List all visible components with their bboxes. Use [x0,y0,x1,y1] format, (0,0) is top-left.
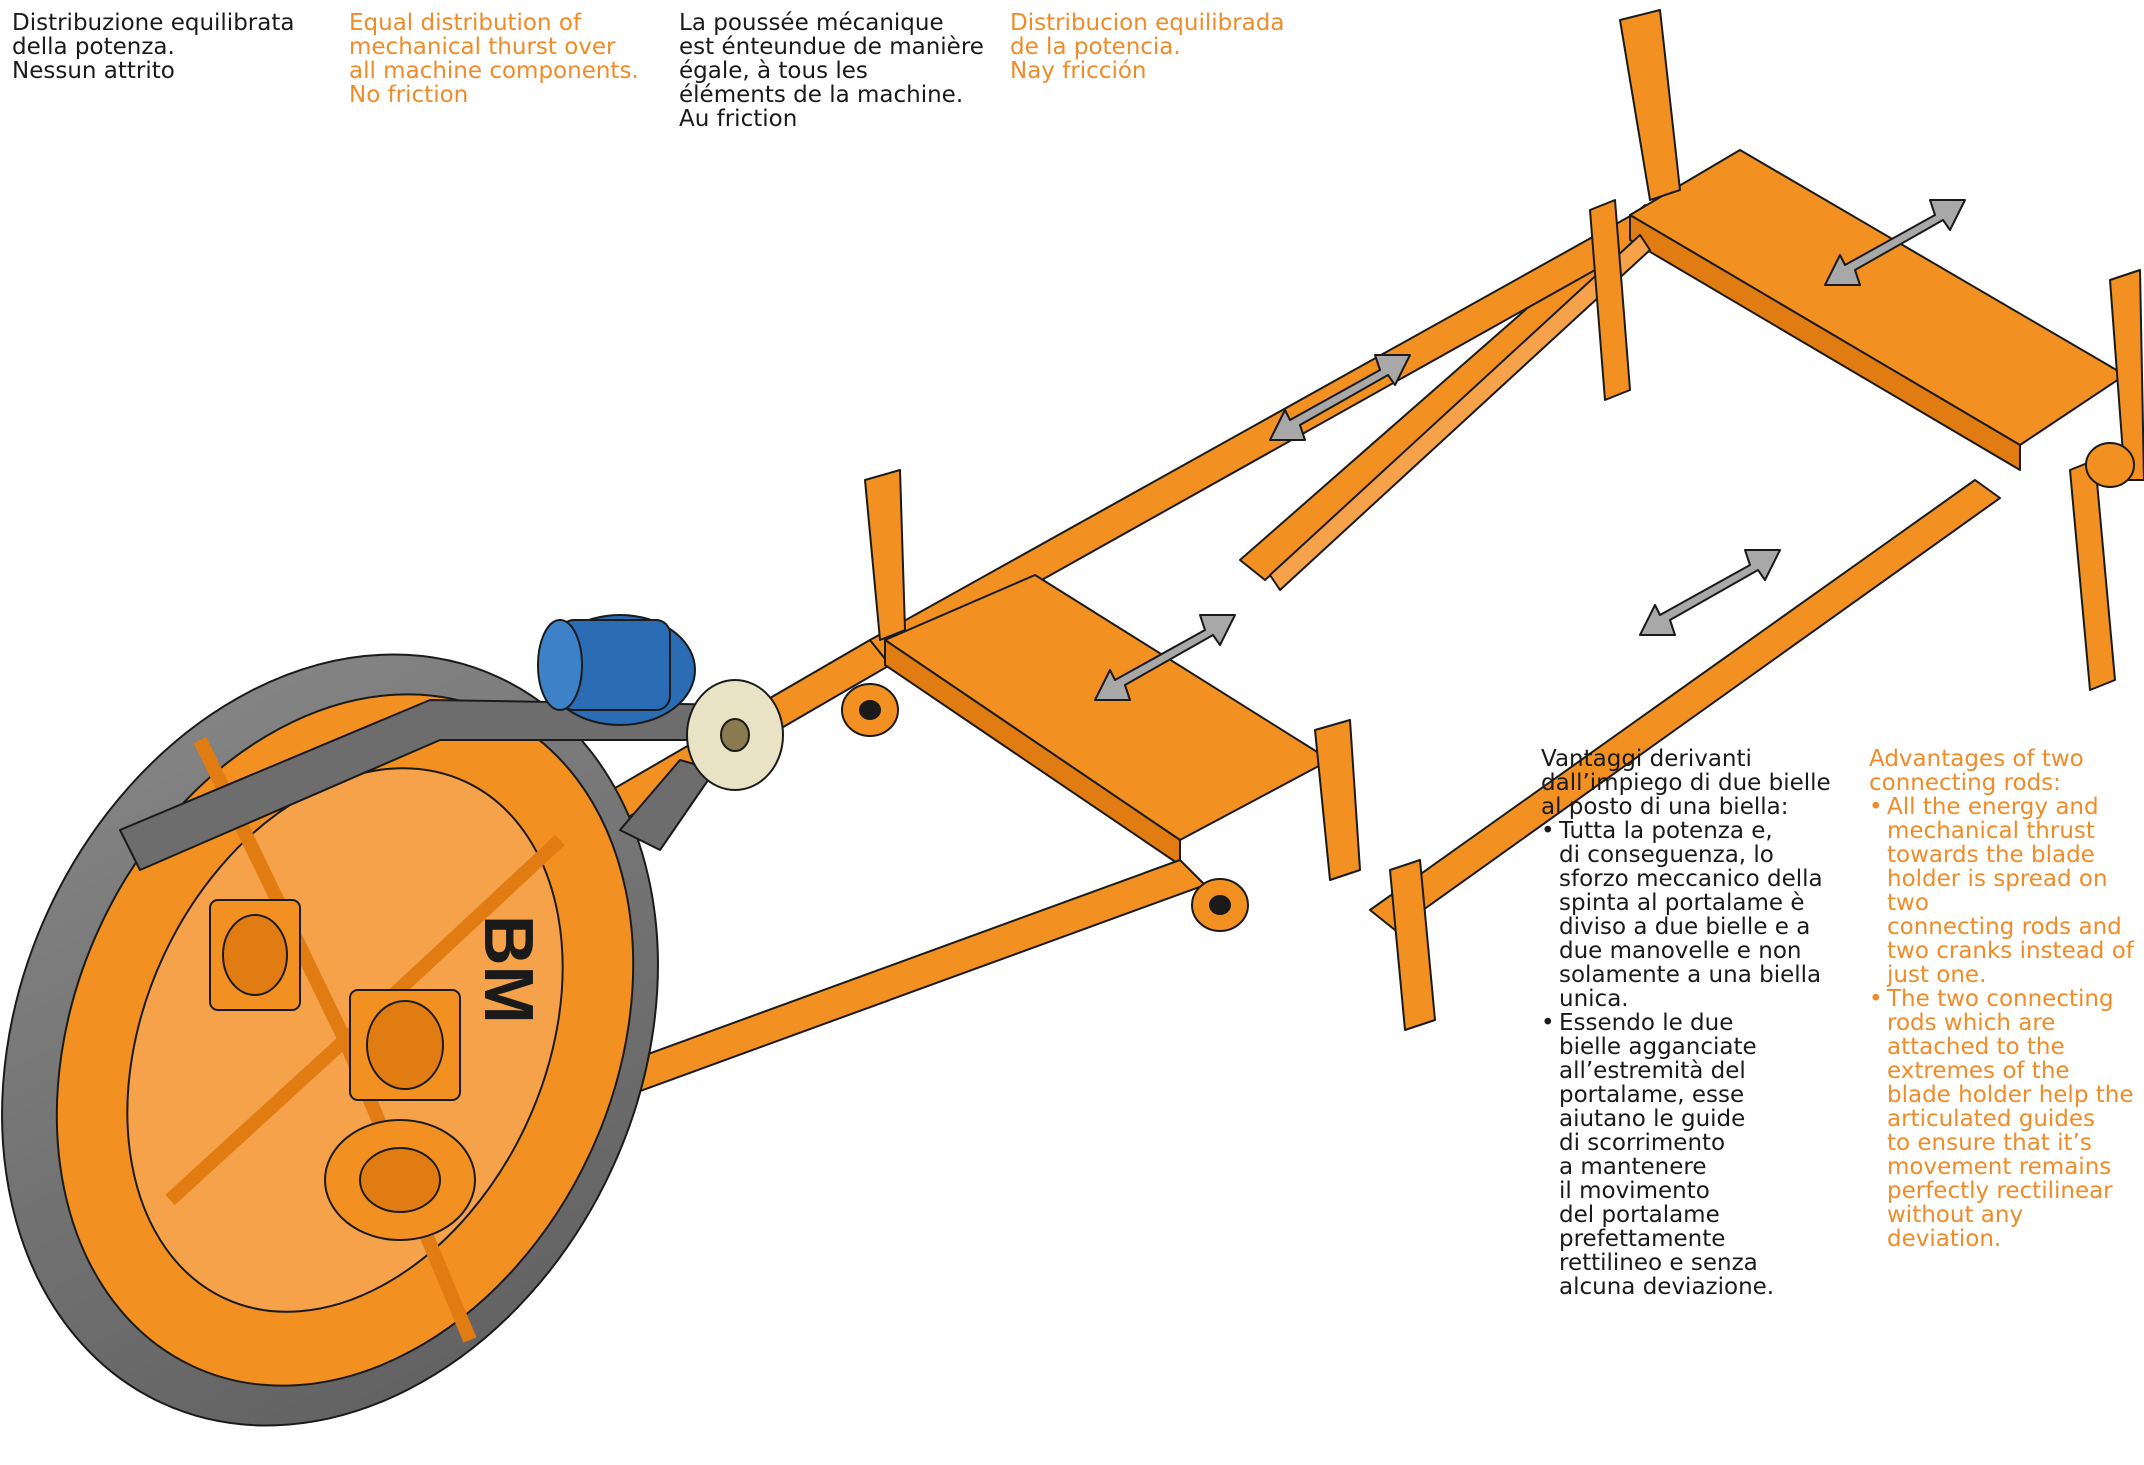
advantages-it-item-2: Essendo le due bielle agganciate all’est… [1541,1011,1831,1299]
advantages-en: Advantages of two connecting rods: All t… [1869,747,2144,1251]
guide-rail [1269,234,1651,591]
advantages-en-intro: Advantages of two connecting rods: [1869,747,2084,796]
header-text-es: Distribucion equilibrada de la potencia.… [1010,10,1285,84]
guide-upright-6 [2069,459,2116,691]
header-text-it: Distribuzione equilibrata della potenza.… [12,10,295,84]
advantages-en-list: All the energy and mechanical thrust tow… [1869,795,2144,1251]
advantages-it-intro: Vantaggi derivanti dall’impiego di due b… [1541,746,1831,820]
advantages-en-item-1: All the energy and mechanical thrust tow… [1869,795,2144,987]
arrow-2 [1094,614,1236,701]
advantages-it-list: Tutta la potenza e, di conseguenza, lo s… [1541,819,1831,1299]
brand-logo: BM [470,915,548,1024]
guide-upright-1 [864,469,906,641]
arrow-1 [1269,354,1411,441]
advantages-it-item-1: Tutta la potenza e, di conseguenza, lo s… [1541,819,1831,1011]
guide-upright-3 [1389,859,1436,1031]
advantages-it: Vantaggi derivanti dall’impiego di due b… [1541,747,1831,1299]
arrow-3 [1639,549,1781,636]
guide-upright-4 [1619,9,1681,201]
rod-lower [1369,479,2001,931]
header-text-en: Equal distribution of mechanical thurst … [349,10,639,108]
arrow-4 [1824,199,1966,286]
guide-upright-5 [1589,199,1631,401]
advantages-en-item-2: The two connecting rods which are attach… [1869,987,2144,1251]
blade-holder-far [1629,149,2126,446]
guide-upright-2 [1314,719,1361,881]
header-text-fr: La poussée mécanique est énteundue de ma… [679,10,984,132]
guide-upright-7 [2109,269,2144,481]
joint-3 [2085,442,2135,488]
